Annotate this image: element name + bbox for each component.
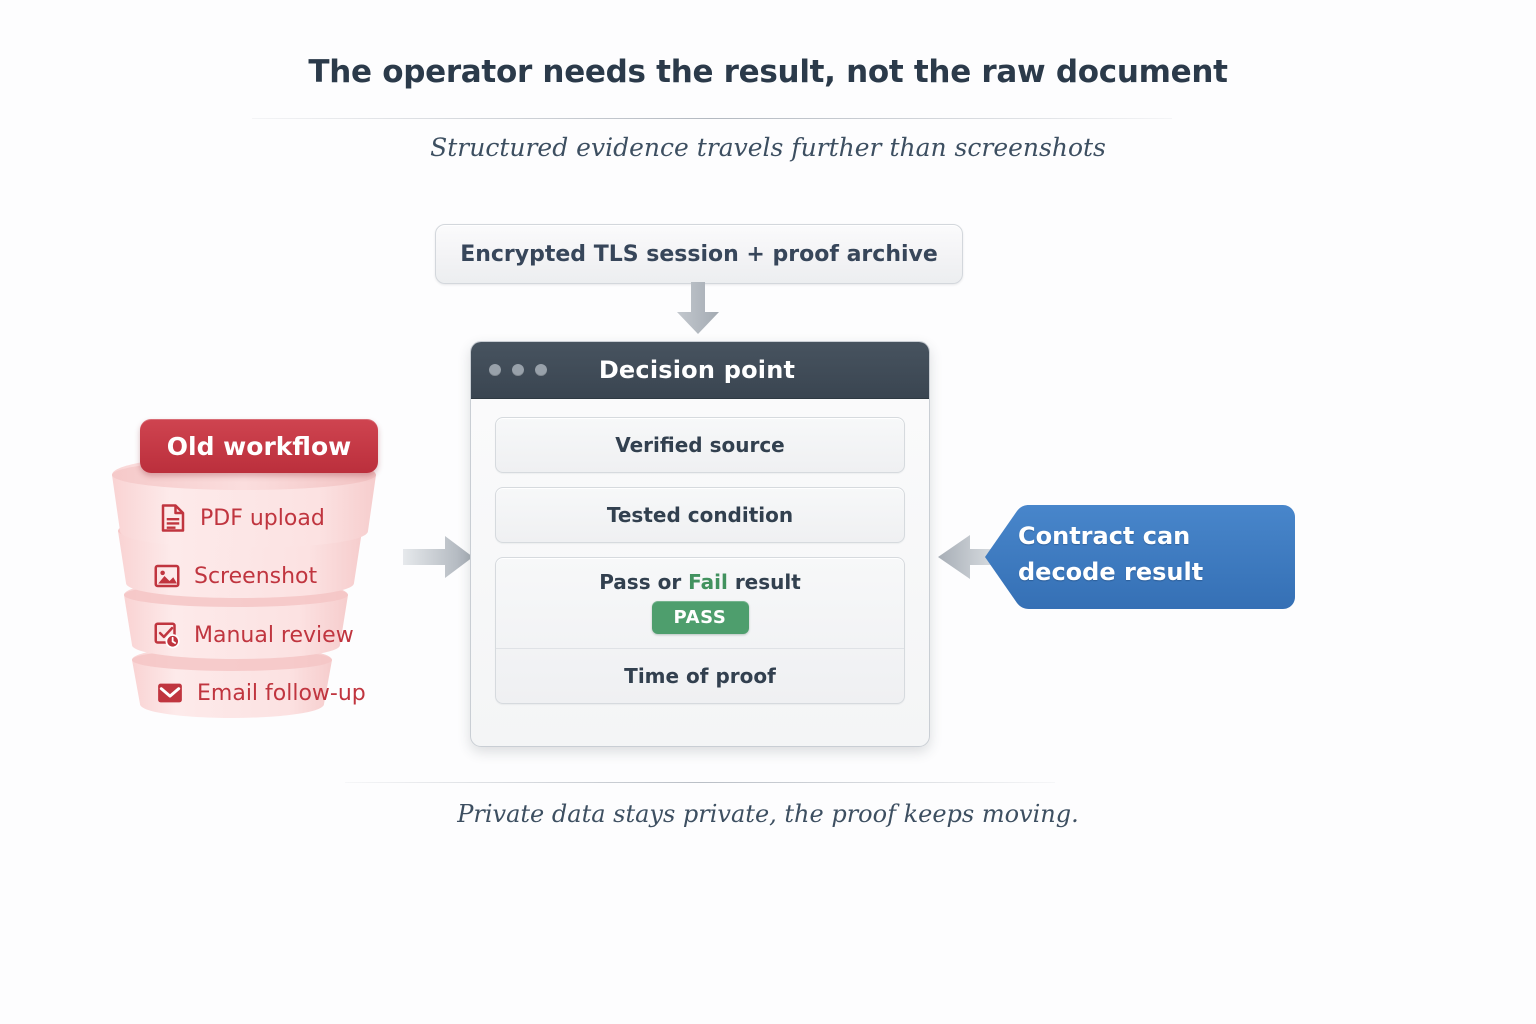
- status-badge: PASS: [651, 601, 749, 634]
- window-titlebar: Decision point: [471, 342, 929, 399]
- encrypted-session-label: Encrypted TLS session + proof archive: [460, 241, 938, 267]
- header-divider: [252, 118, 1172, 119]
- page-subtitle: Structured evidence travels further than…: [430, 133, 1106, 162]
- contract-callout-line1: Contract can: [1018, 522, 1191, 550]
- contract-callout: [985, 505, 1295, 609]
- arrow-right-icon: [403, 536, 473, 578]
- panel-time-of-proof-label: Time of proof: [496, 648, 904, 703]
- footer-text: Private data stays private, the proof ke…: [457, 800, 1079, 828]
- page-title: The operator needs the result, not the r…: [308, 54, 1228, 90]
- old-workflow-badge: Old workflow: [140, 419, 378, 473]
- panel-result: Pass or Fail result PASS Time of proof: [495, 557, 905, 704]
- contract-callout-line2: decode result: [1018, 558, 1204, 587]
- result-caption: Pass or Fail result: [599, 570, 801, 594]
- list-item: Manual review: [152, 620, 354, 650]
- footer-divider: [345, 782, 1055, 783]
- checklist-clock-icon: [154, 622, 180, 649]
- decision-point-window: Decision point Verified source Tested co…: [470, 341, 930, 747]
- contract-callout-text: Contract can decode result: [1018, 518, 1282, 591]
- panel-verified-source: Verified source: [495, 417, 905, 473]
- list-item: PDF upload: [158, 503, 325, 533]
- result-suffix: result: [727, 570, 801, 594]
- maximize-dot-icon[interactable]: [535, 364, 547, 376]
- old-workflow-badge-label: Old workflow: [166, 431, 352, 461]
- minimize-dot-icon[interactable]: [512, 364, 524, 376]
- document-icon: [161, 504, 185, 532]
- arrow-down-icon: [677, 282, 719, 334]
- panel-verified-source-label: Verified source: [615, 433, 785, 457]
- panel-tested-condition-label: Tested condition: [606, 503, 794, 527]
- panel-tested-condition: Tested condition: [495, 487, 905, 543]
- window-title: Decision point: [598, 356, 796, 384]
- list-item: Email follow-up: [155, 678, 366, 708]
- close-dot-icon[interactable]: [489, 364, 501, 376]
- list-item: Screenshot: [152, 561, 317, 591]
- result-highlight: Fail: [688, 570, 728, 594]
- list-item-label: Manual review: [194, 622, 354, 648]
- envelope-icon: [158, 683, 182, 703]
- arrow-left-icon: [938, 535, 1014, 579]
- list-item-label: PDF upload: [200, 505, 325, 531]
- image-icon: [154, 564, 180, 588]
- traffic-lights: [489, 364, 547, 376]
- encrypted-session-box: Encrypted TLS session + proof archive: [435, 224, 963, 284]
- result-block: Pass or Fail result PASS: [496, 558, 904, 648]
- result-prefix: Pass or: [599, 570, 689, 594]
- list-item-label: Email follow-up: [197, 680, 366, 706]
- window-body: Verified source Tested condition Pass or…: [471, 399, 929, 734]
- list-item-label: Screenshot: [194, 563, 318, 589]
